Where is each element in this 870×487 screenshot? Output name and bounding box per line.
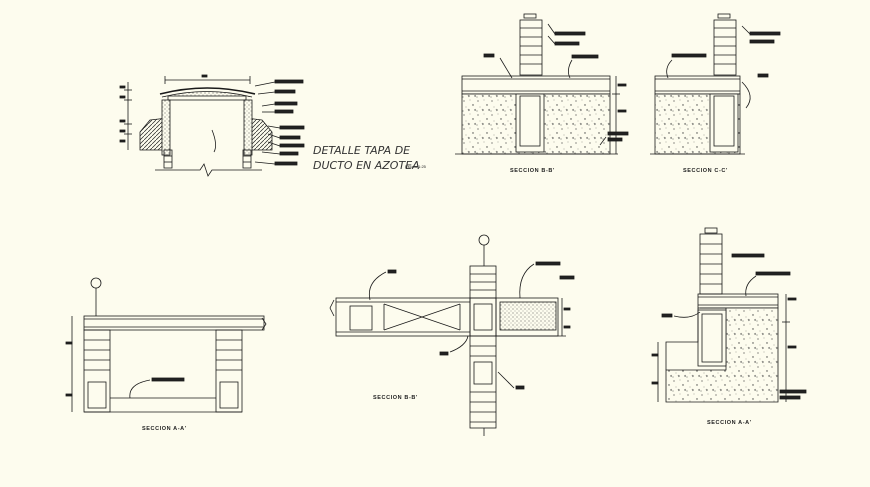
caption-section-aa-left: SECCION A-A' [142, 426, 187, 432]
detail-scale: Escala 1:25 [405, 164, 427, 169]
detail-title-line2: DUCTO EN AZOTEA [313, 159, 420, 172]
caption-section-bb-top: SECCION B-B' [510, 168, 555, 174]
detail-duct-cover [119, 74, 305, 177]
caption-section-aa-right: SECCION A-A' [707, 420, 752, 426]
section-cc [650, 13, 781, 155]
detail-title-line1: DETALLE TAPA DE [313, 144, 410, 157]
caption-section-bb-mid: SECCION B-B' [373, 395, 418, 401]
section-aa-left [65, 277, 267, 413]
section-bb-top [455, 13, 629, 155]
section-aa-right [651, 227, 807, 403]
caption-section-cc: SECCION C-C' [683, 168, 728, 174]
section-bb-mid [329, 234, 575, 436]
